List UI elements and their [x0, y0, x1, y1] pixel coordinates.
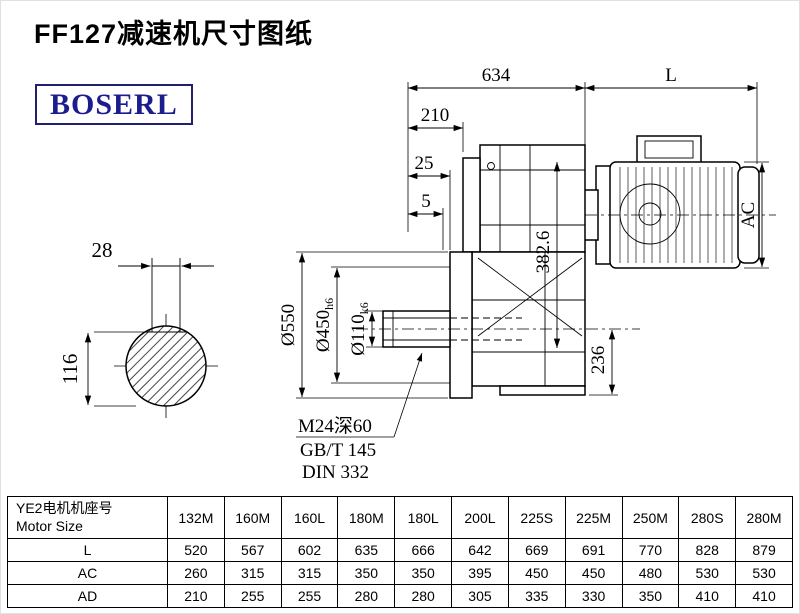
cell-AD-3: 280 — [337, 584, 396, 608]
cell-AC-7: 450 — [564, 561, 623, 585]
row-label-AD: AD — [7, 584, 168, 608]
brand-logo-text: BOSERL — [50, 87, 178, 121]
note-din-standard: DIN 332 — [302, 462, 369, 483]
cell-L-9: 828 — [678, 538, 737, 562]
cell-AD-10: 410 — [735, 584, 793, 608]
dimensions: 634 L 210 25 5 Ø550 Ø450h6 Ø110k6 382.6 … — [278, 65, 769, 399]
dim-25-label: 25 — [415, 153, 434, 174]
dim-634-label: 634 — [482, 65, 511, 86]
cell-AC-4: 350 — [394, 561, 453, 585]
cell-L-0: 520 — [167, 538, 225, 562]
note-gb-standard: GB/T 145 — [300, 440, 376, 461]
dim-236-label: 236 — [588, 346, 609, 375]
cell-AC-5: 395 — [451, 561, 509, 585]
dim-450h6-label: Ø450h6 — [313, 298, 336, 352]
main-view — [356, 135, 776, 399]
cell-AD-4: 280 — [394, 584, 453, 608]
cell-AC-3: 350 — [337, 561, 396, 585]
cell-AD-8: 350 — [621, 584, 680, 608]
table-header-row: YE2电机机座号 Motor Size 132M 160M 160L 180M … — [7, 496, 793, 539]
cell-AD-1: 255 — [223, 584, 282, 608]
cell-L-5: 642 — [451, 538, 509, 562]
shaft-end-view: 28 116 — [58, 238, 218, 418]
column-header-132M: 132M — [167, 496, 225, 539]
column-header-180M: 180M — [337, 496, 396, 539]
cell-AD-9: 410 — [678, 584, 737, 608]
dim-L-label: L — [665, 65, 677, 86]
dim-116-label: 116 — [58, 354, 82, 385]
dim-28-label: 28 — [92, 238, 113, 262]
cell-L-8: 770 — [621, 538, 680, 562]
row-label-AC: AC — [7, 561, 168, 585]
motor-size-table: YE2电机机座号 Motor Size 132M 160M 160L 180M … — [7, 496, 793, 608]
mounting-flange — [449, 251, 473, 399]
column-header-280S: 280S — [678, 496, 737, 539]
cell-L-4: 666 — [394, 538, 453, 562]
cell-AC-1: 315 — [223, 561, 282, 585]
column-header-200L: 200L — [451, 496, 509, 539]
cell-AC-8: 480 — [621, 561, 680, 585]
dim-AC-label: AC — [738, 202, 759, 228]
cell-AC-10: 530 — [735, 561, 793, 585]
dim-382-6-label: 382.6 — [533, 231, 554, 274]
cell-AD-0: 210 — [167, 584, 225, 608]
column-header-250M: 250M — [621, 496, 680, 539]
dim-110k6-label: Ø110k6 — [348, 302, 371, 356]
cell-AD-7: 330 — [564, 584, 623, 608]
cell-L-1: 567 — [223, 538, 282, 562]
shaft-notes: M24深60 GB/T 145 DIN 332 — [296, 352, 423, 483]
dim-5-label: 5 — [421, 191, 431, 212]
cell-AC-9: 530 — [678, 561, 737, 585]
cell-L-7: 691 — [564, 538, 623, 562]
cell-AD-6: 335 — [507, 584, 566, 608]
cell-AC-0: 260 — [167, 561, 225, 585]
cell-AD-2: 255 — [280, 584, 339, 608]
motor-size-header-en: Motor Size — [16, 517, 83, 534]
column-header-160L: 160L — [280, 496, 339, 539]
row-label-L: L — [7, 538, 168, 562]
motor-size-header: YE2电机机座号 Motor Size — [7, 496, 168, 539]
cell-L-10: 879 — [735, 538, 793, 562]
column-header-225M: 225M — [564, 496, 623, 539]
column-header-160M: 160M — [223, 496, 282, 539]
table-row-AC: AC 260 315 315 350 350 395 450 450 480 5… — [7, 561, 793, 585]
cell-AC-2: 315 — [280, 561, 339, 585]
column-header-225S: 225S — [507, 496, 566, 539]
note-tap-size: M24深60 — [298, 415, 372, 437]
table-row-AD: AD 210 255 255 280 280 305 335 330 350 4… — [7, 584, 793, 608]
cell-L-6: 669 — [507, 538, 566, 562]
cell-AC-6: 450 — [507, 561, 566, 585]
motor-size-header-cn: YE2电机机座号 — [16, 500, 113, 516]
page-title: FF127减速机尺寸图纸 — [34, 19, 314, 49]
cell-L-3: 635 — [337, 538, 396, 562]
column-header-180L: 180L — [394, 496, 453, 539]
table-row-L: L 520 567 602 635 666 642 669 691 770 82… — [7, 538, 793, 562]
brand-logo: BOSERL — [35, 84, 193, 125]
dim-550-label: Ø550 — [278, 304, 299, 346]
cell-L-2: 602 — [280, 538, 339, 562]
motor — [595, 135, 760, 269]
cell-AD-5: 305 — [451, 584, 509, 608]
column-header-280M: 280M — [735, 496, 793, 539]
dim-210-label: 210 — [421, 105, 450, 126]
gearbox-housing — [449, 144, 586, 399]
